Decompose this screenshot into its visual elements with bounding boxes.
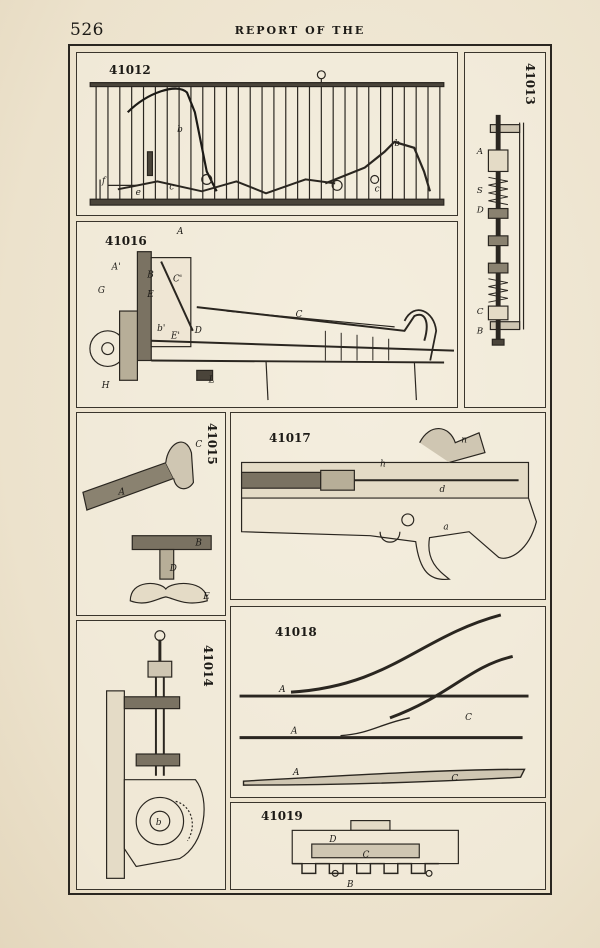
figure-number-41017: 41017 [269, 431, 311, 445]
svg-text:B: B [146, 270, 154, 280]
figure-41015: 41015 C A B E D [76, 412, 226, 616]
svg-text:H: H [101, 381, 110, 391]
svg-text:C: C [296, 310, 303, 320]
svg-text:A: A [476, 147, 483, 157]
svg-text:a: a [443, 523, 448, 533]
svg-text:C: C [477, 307, 484, 317]
figure-number-41012: 41012 [109, 63, 151, 77]
figure-41016: 41016 [76, 221, 458, 408]
figure-number-41019: 41019 [261, 809, 303, 823]
svg-text:A: A [117, 487, 124, 497]
figure-41017-drawing: n h d a [240, 427, 538, 580]
svg-text:L: L [208, 375, 215, 385]
svg-text:S: S [477, 186, 483, 196]
svg-text:C: C [363, 851, 370, 861]
figure-41019-drawing: D C B [291, 820, 459, 889]
figure-number-41018: 41018 [275, 625, 317, 639]
figure-number-41014: 41014 [201, 645, 215, 687]
svg-text:b: b [156, 818, 162, 828]
svg-text:E: E [146, 290, 154, 300]
figure-number-41013: 41013 [523, 63, 537, 105]
svg-text:b': b' [157, 324, 165, 334]
figure-41019: 41019 D C B [230, 802, 546, 890]
svg-text:E': E' [170, 332, 180, 342]
svg-text:c: c [375, 184, 380, 194]
running-header: REPORT OF THE [234, 24, 366, 37]
svg-text:D: D [194, 326, 202, 336]
svg-text:A: A [278, 685, 285, 695]
svg-text:d: d [439, 485, 445, 495]
patent-plate: 41012 [68, 44, 552, 895]
svg-text:b: b [394, 139, 400, 149]
figure-41012: 41012 [76, 52, 458, 216]
svg-text:C: C [195, 440, 202, 450]
figure-number-41016: 41016 [105, 234, 147, 248]
svg-text:e: e [136, 188, 141, 198]
svg-text:A: A [290, 727, 297, 737]
svg-text:B: B [476, 326, 484, 336]
svg-text:B: B [194, 539, 202, 549]
svg-text:C: C [465, 713, 472, 723]
svg-text:A: A [176, 227, 183, 237]
figure-41015-drawing: C A B E D [82, 440, 212, 604]
figure-41017: 41017 n h d a [230, 412, 546, 600]
svg-text:h: h [380, 459, 386, 469]
figure-41013-drawing: A D S C B [476, 114, 525, 346]
svg-text:f: f [101, 176, 107, 186]
svg-text:C': C' [173, 274, 182, 284]
svg-text:b: b [177, 125, 183, 135]
figure-41018-drawing: A A A C C [239, 613, 529, 786]
svg-text:B: B [346, 880, 354, 889]
svg-text:G: G [98, 286, 105, 296]
figure-41014-drawing: b [106, 630, 205, 879]
svg-text:E: E [202, 592, 210, 602]
svg-text:D: D [169, 564, 177, 574]
page-number: 526 [70, 20, 104, 40]
figure-number-41015: 41015 [205, 423, 219, 465]
svg-text:D: D [476, 205, 484, 215]
figure-41018: 41018 A A A C C [230, 606, 546, 798]
figure-41013: 41013 A D S C B [464, 52, 546, 408]
figure-41012-drawing: b b f c c e [89, 70, 445, 206]
svg-text:n: n [461, 436, 467, 446]
svg-text:D: D [328, 835, 336, 845]
svg-text:A: A [292, 768, 299, 778]
svg-text:c: c [169, 182, 174, 192]
svg-text:C: C [451, 774, 458, 784]
svg-text:A': A' [111, 262, 121, 272]
figure-41014: 41014 b [76, 620, 226, 890]
figure-41016-drawing: A A' G E C D H L C' B b' E' [89, 227, 455, 401]
